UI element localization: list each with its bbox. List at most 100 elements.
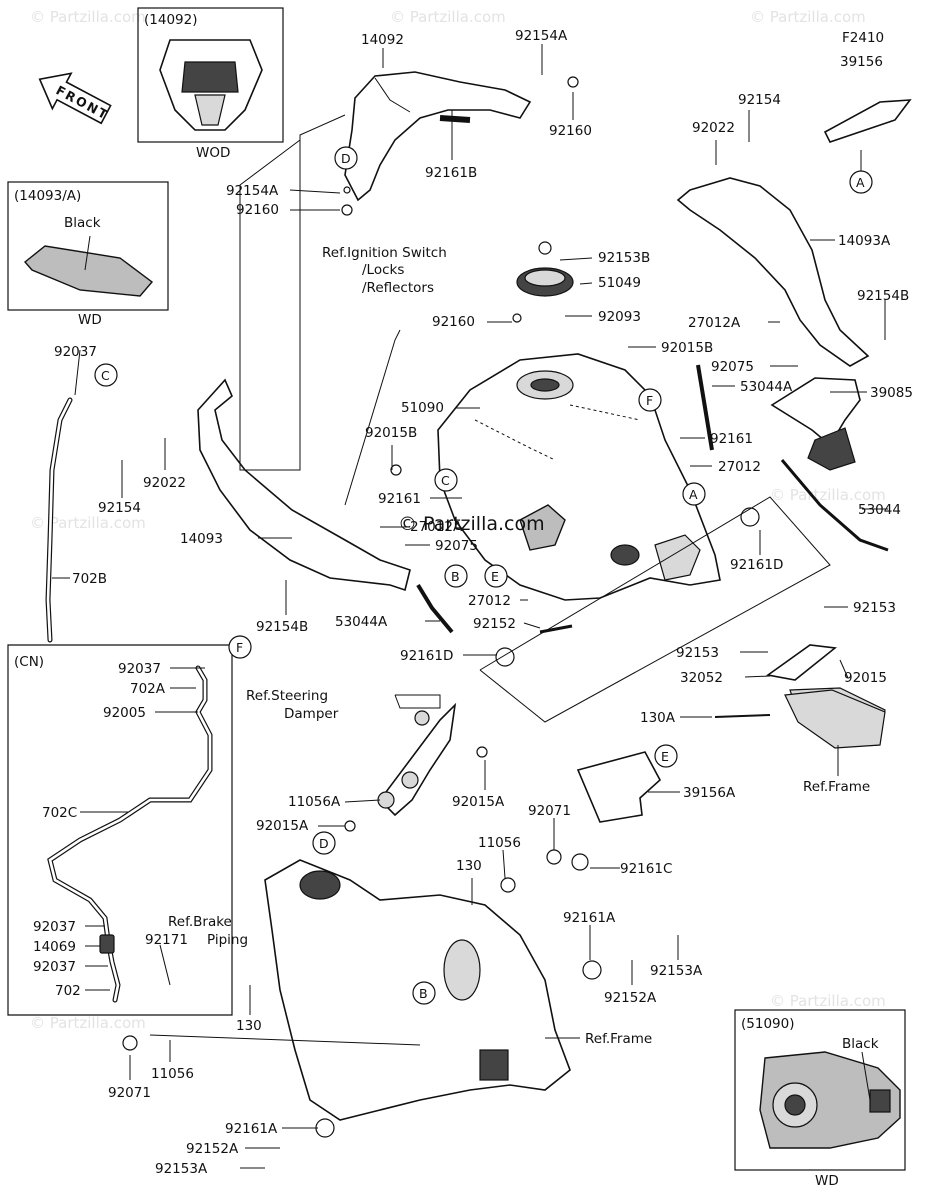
label-130a: 130A — [640, 710, 676, 726]
callout-D2: D — [312, 831, 336, 855]
label-92154b-right: 92154B — [857, 288, 909, 304]
watermark-4: © Partzilla.com — [30, 514, 146, 532]
label-92037-cn3: 92037 — [33, 959, 76, 975]
label-32052: 32052 — [680, 670, 723, 686]
label-92171: 92171 — [145, 932, 188, 948]
label-130-left: 130 — [236, 1018, 262, 1034]
inset-14093a-footer: WD — [78, 312, 102, 328]
svg-text:F: F — [236, 640, 243, 655]
part-51090-fuel-tank — [437, 353, 721, 601]
part-14093a-right-cover — [676, 177, 870, 367]
ref-ignition-line3: /Reflectors — [362, 280, 434, 296]
label-92015a-right: 92015A — [452, 794, 505, 810]
svg-text:C: C — [441, 473, 450, 488]
part-39156-sticker — [823, 99, 912, 143]
part-53044-strip — [416, 364, 889, 634]
callout-B1: B — [444, 564, 468, 588]
label-53044a-right: 53044A — [740, 379, 793, 395]
ref-frame-bottom: Ref.Frame — [585, 1031, 652, 1047]
label-92160-left: 92160 — [236, 202, 279, 218]
label-92161-left: 92161 — [378, 491, 421, 507]
inset-51090-title: (51090) — [741, 1016, 794, 1032]
label-702: 702 — [55, 983, 81, 999]
watermark-8: © Partzilla.com — [770, 992, 886, 1010]
label-11056a: 11056A — [288, 794, 341, 810]
leader-lines — [52, 44, 888, 1169]
label-92015a-left: 92015A — [256, 818, 309, 834]
ref-ignition-line2: /Locks — [362, 262, 404, 278]
label-130-right: 130 — [456, 858, 482, 874]
label-92154a-top: 92154A — [515, 28, 568, 44]
front-arrow: FRONT — [38, 72, 112, 125]
label-92161d-right: 92161D — [730, 557, 783, 573]
label-92153-mid: 92153 — [676, 645, 719, 661]
svg-text:B: B — [419, 986, 428, 1001]
watermark-3: © Partzilla.com — [750, 8, 866, 26]
ref-brake-line2: Piping — [207, 932, 248, 948]
watermark-6: © Partzilla.com — [30, 1014, 146, 1032]
label-92015: 92015 — [844, 670, 887, 686]
watermark-2: © Partzilla.com — [390, 8, 506, 26]
svg-text:D: D — [319, 836, 329, 851]
label-53044: 53044 — [858, 502, 901, 518]
svg-text:B: B — [451, 569, 460, 584]
label-92022-right: 92022 — [692, 120, 735, 136]
label-92161a-right: 92161A — [563, 910, 616, 926]
label-53044a-left: 53044A — [335, 614, 388, 630]
callout-E1: E — [484, 564, 508, 588]
ref-ignition-line1: Ref.Ignition Switch — [322, 245, 447, 261]
label-702c: 702C — [42, 805, 77, 821]
part-14092-cover — [344, 71, 532, 202]
callout-F2: F — [228, 635, 252, 659]
callout-E2: E — [654, 744, 678, 768]
callout-circles: A A B B C C D D E E F F — [94, 146, 873, 1005]
label-92022-left: 92022 — [143, 475, 186, 491]
inset-cn: (CN) — [7, 644, 233, 1016]
part-labels: 14092 92154A 92160 92161B 92154A 92160 3… — [33, 28, 913, 1177]
label-14093a: 14093A — [838, 233, 891, 249]
part-frame-right — [784, 689, 886, 749]
svg-text:E: E — [661, 749, 669, 764]
inset-14092-title: (14092) — [144, 12, 197, 28]
label-14093: 14093 — [180, 531, 223, 547]
label-11056-right: 11056 — [478, 835, 521, 851]
label-92154b-left: 92154B — [256, 619, 308, 635]
callout-F1: F — [638, 388, 662, 412]
label-27012a-left: 27012A — [410, 519, 463, 535]
label-92153-right: 92153 — [853, 600, 896, 616]
ref-frame-right: Ref.Frame — [803, 779, 870, 795]
label-702b: 702B — [72, 571, 107, 587]
callout-A2: A — [682, 482, 706, 506]
inset-14093a-title: (14093/A) — [14, 188, 81, 204]
label-92161d-left: 92161D — [400, 648, 453, 664]
label-39156a: 39156A — [683, 785, 736, 801]
fasteners — [122, 76, 771, 1138]
label-39156: 39156 — [840, 54, 883, 70]
label-39085: 39085 — [870, 385, 913, 401]
label-92154-right: 92154 — [738, 92, 781, 108]
ref-brake-line1: Ref.Brake — [168, 914, 232, 930]
callout-B2: B — [412, 981, 436, 1005]
diagram-code: F2410 — [842, 30, 884, 46]
label-92152a-bottom: 92152A — [186, 1141, 239, 1157]
svg-text:E: E — [491, 569, 499, 584]
label-92161-right: 92161 — [710, 431, 753, 447]
center-watermark: © Partzilla.com — [398, 513, 545, 535]
inset-51090-color: Black — [842, 1036, 879, 1052]
label-14092: 14092 — [361, 32, 404, 48]
part-702b-hose — [45, 397, 73, 643]
label-27012-right: 27012 — [718, 459, 761, 475]
label-51090: 51090 — [401, 400, 444, 416]
label-92161b: 92161B — [425, 165, 477, 181]
label-92160-top: 92160 — [549, 123, 592, 139]
watermark-1: © Partzilla.com — [30, 8, 146, 26]
label-92153b: 92153B — [598, 250, 650, 266]
part-39156a-sticker — [576, 751, 662, 823]
part-14093-left-cover — [197, 378, 411, 592]
svg-text:C: C — [101, 368, 110, 383]
label-92037-cn1: 92037 — [118, 661, 161, 677]
inset-14093a-color: Black — [64, 215, 101, 231]
inset-cn-title: (CN) — [14, 654, 44, 670]
label-92152a-right: 92152A — [604, 990, 657, 1006]
